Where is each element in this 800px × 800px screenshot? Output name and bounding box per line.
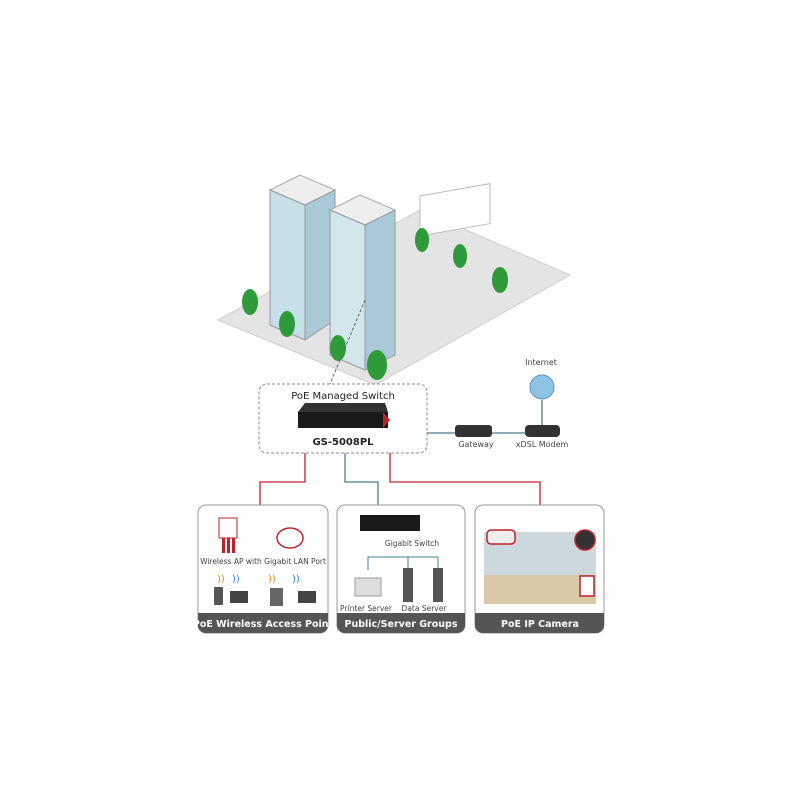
internet-label: Internet bbox=[525, 358, 557, 367]
printer-label: Printer Server bbox=[340, 604, 393, 613]
panel-ip-camera: PoE IP Camera bbox=[474, 504, 605, 634]
gateway-device bbox=[455, 425, 492, 437]
laptop-icon bbox=[230, 591, 248, 603]
switch-title: PoE Managed Switch bbox=[291, 391, 395, 402]
panel-footer: PoE Wireless Access Point bbox=[193, 619, 334, 630]
laptop-icon bbox=[298, 591, 316, 603]
globe-icon bbox=[529, 374, 555, 400]
panel-server-groups: Public/Server Groups Gigabit Switch Prin… bbox=[336, 504, 466, 634]
wireless-link bbox=[329, 299, 366, 385]
server-label: Data Server bbox=[402, 604, 448, 613]
printer-icon bbox=[354, 577, 382, 597]
outdoor-ap-icon bbox=[218, 517, 238, 539]
wifi-icon: )) bbox=[292, 574, 300, 585]
wifi-icon: )) bbox=[268, 574, 276, 585]
wifi-icon: )) bbox=[217, 574, 225, 585]
poe-link-ap bbox=[259, 453, 306, 513]
parking-lot bbox=[419, 183, 491, 237]
ap-caption: Wireless AP with Gigabit LAN Port bbox=[200, 557, 326, 566]
cube-camera-icon bbox=[579, 575, 595, 597]
gigabit-switch-label: Gigabit Switch bbox=[385, 539, 439, 548]
panel-footer: Public/Server Groups bbox=[345, 619, 458, 630]
tablet-icon bbox=[270, 588, 283, 606]
modem-label: xDSL Modem bbox=[516, 440, 569, 449]
panel-footer: PoE IP Camera bbox=[501, 619, 579, 630]
gateway-label: Gateway bbox=[458, 440, 494, 449]
data-link-servers bbox=[344, 453, 379, 520]
switch-model: GS-5008PL bbox=[312, 437, 374, 448]
trees bbox=[242, 228, 508, 380]
office-building-right bbox=[328, 194, 397, 371]
managed-switch-device bbox=[298, 403, 390, 428]
dome-camera-icon bbox=[574, 529, 596, 551]
bullet-camera-icon bbox=[486, 529, 516, 545]
poe-link-camera bbox=[389, 453, 541, 513]
modem-device bbox=[525, 425, 560, 437]
wifi-icon: )) bbox=[232, 574, 240, 585]
office-building-left bbox=[268, 174, 337, 341]
ceiling-ap-icon bbox=[276, 527, 304, 549]
server-icon bbox=[403, 568, 413, 602]
server-icon bbox=[433, 568, 443, 602]
panel-wireless-ap: PoE Wireless Access Point Wireless AP wi… bbox=[193, 504, 334, 634]
phone-icon bbox=[214, 587, 223, 605]
gigabit-switch-device bbox=[360, 515, 420, 531]
